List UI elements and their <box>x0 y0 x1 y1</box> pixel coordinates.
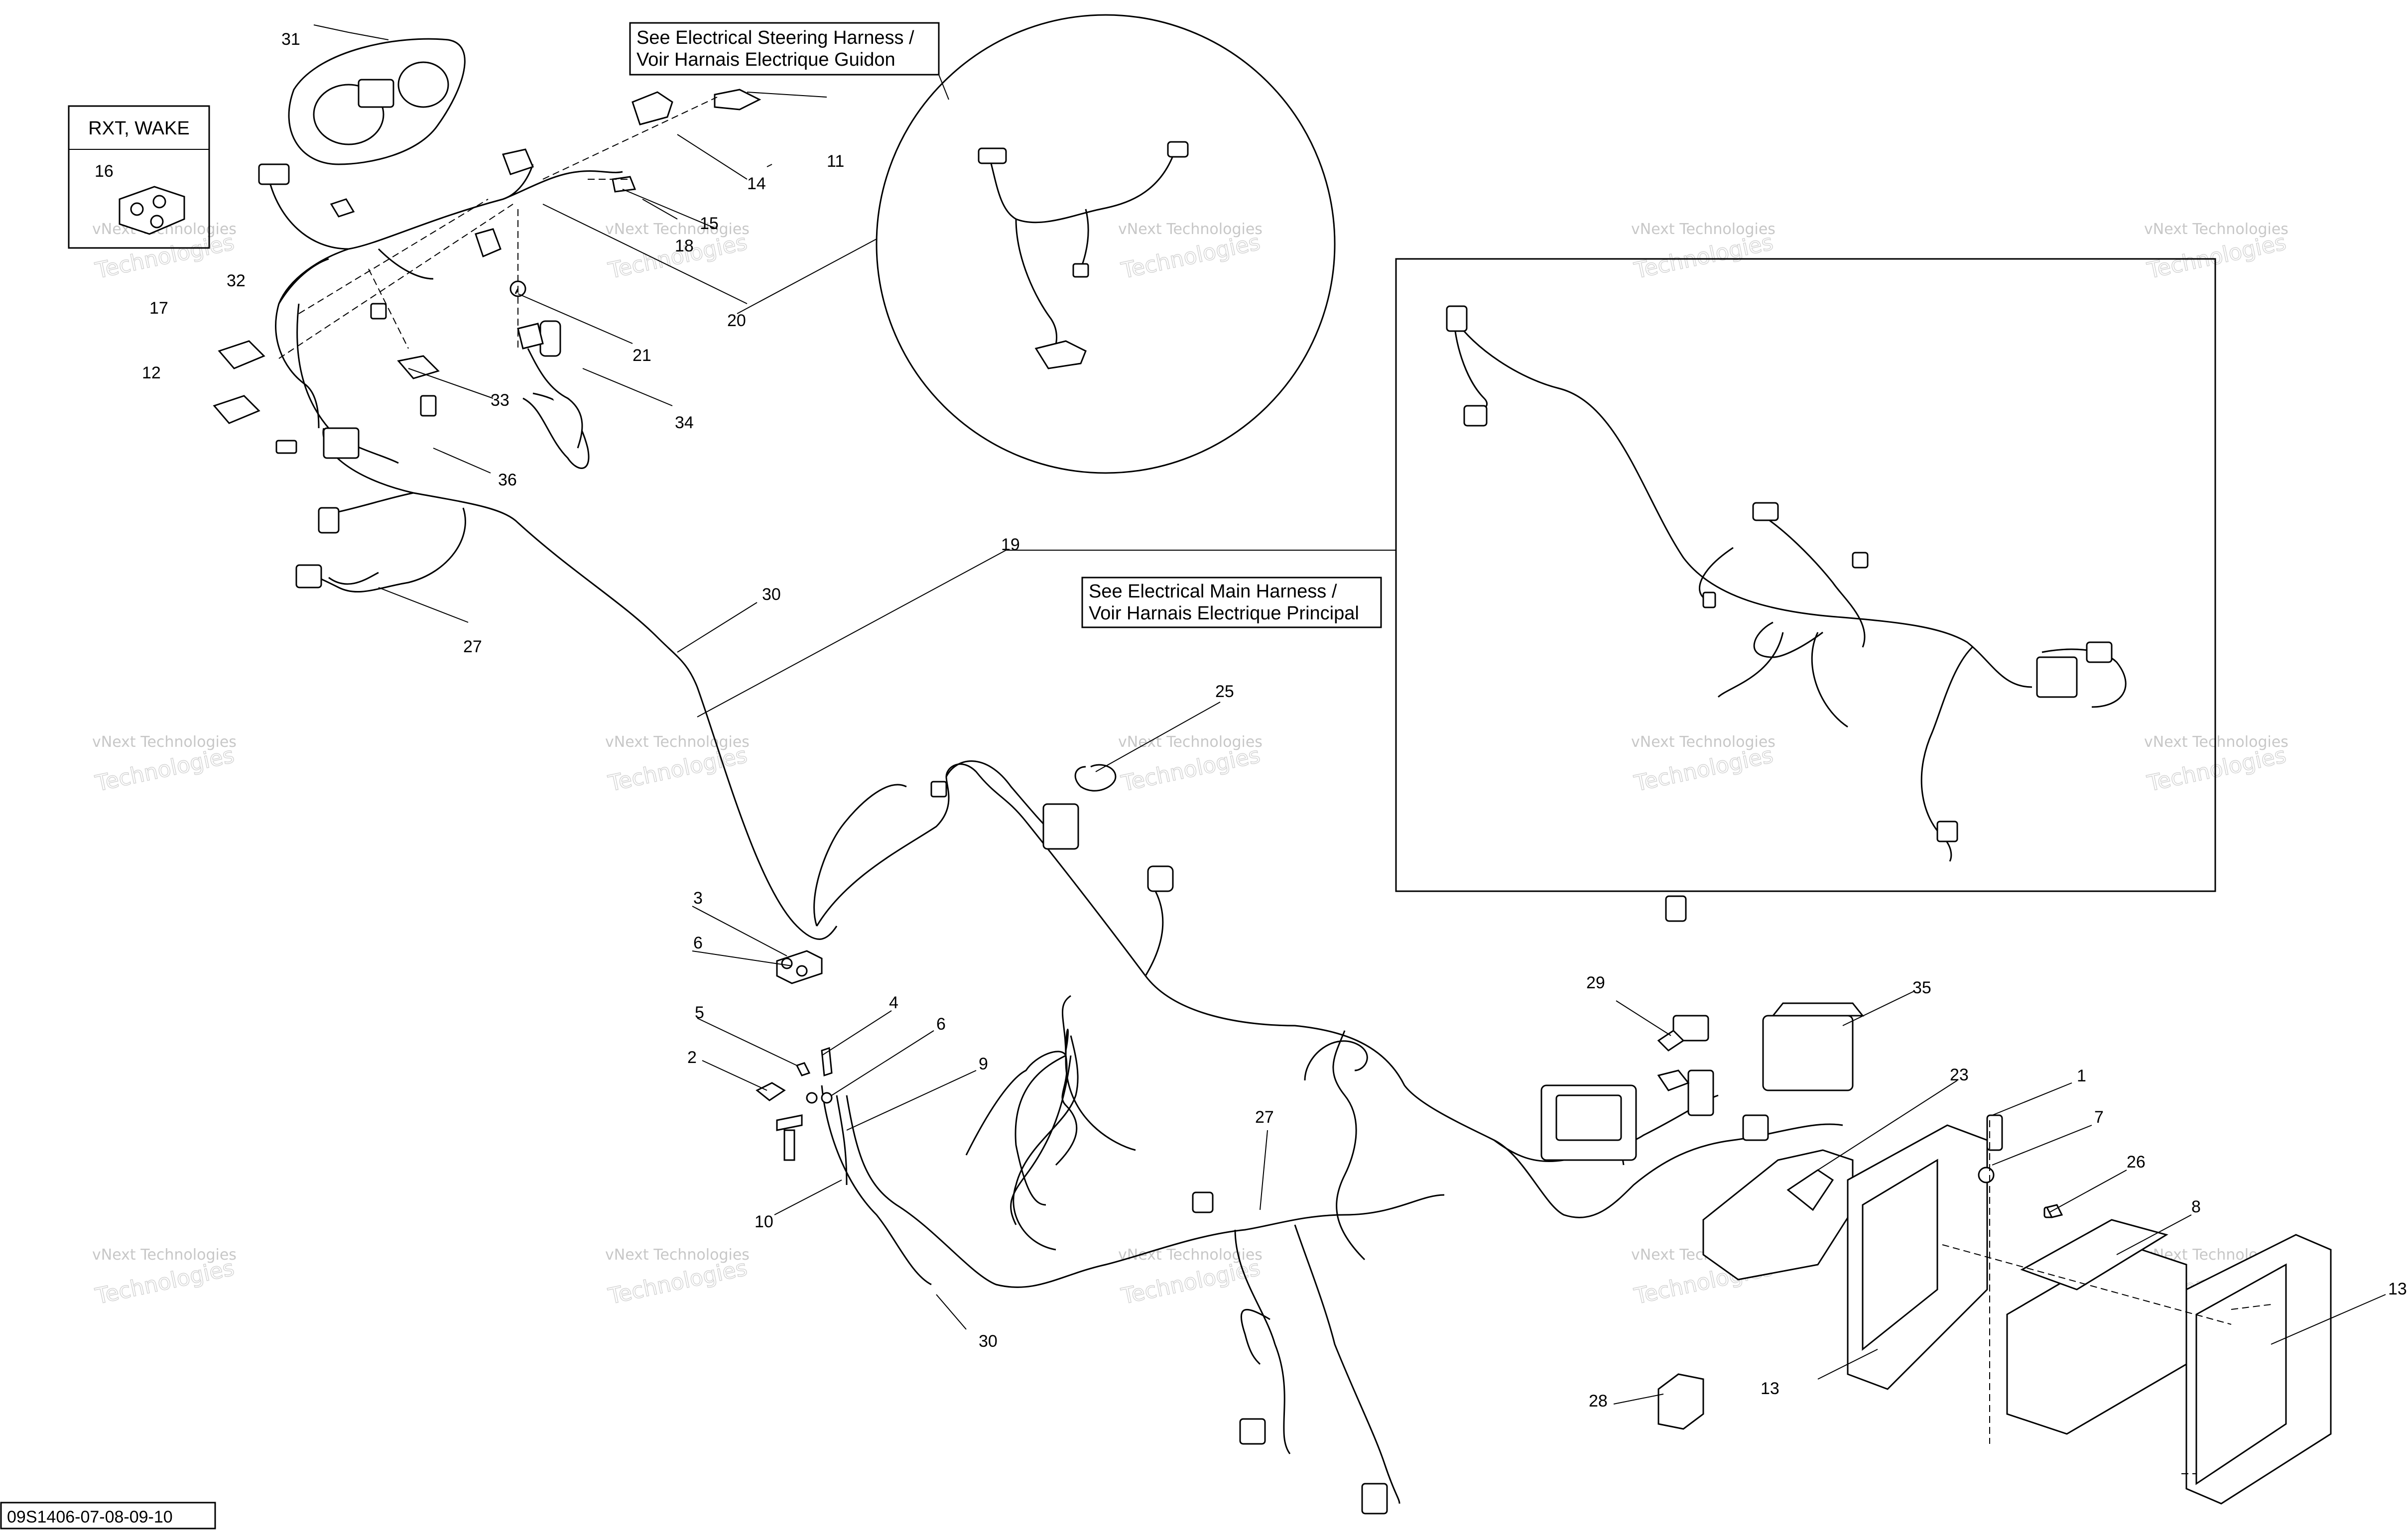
callout-33: 33 <box>491 391 509 410</box>
steering-harness-inset <box>876 14 1336 474</box>
callout-28: 28 <box>1589 1392 1608 1411</box>
callout-36: 36 <box>498 471 517 489</box>
steering-note-line-1: See Electrical Steering Harness / <box>636 27 914 48</box>
watermark-text: vNext Technologies <box>605 733 750 751</box>
callout-14: 14 <box>747 174 766 193</box>
main-note-line-1: See Electrical Main Harness / <box>1089 581 1337 602</box>
reference-code-text: 09S1406-07-08-09-10 <box>7 1508 173 1527</box>
variant-label: RXT, WAKE <box>88 118 189 139</box>
callout-16: 16 <box>95 162 114 181</box>
callout-2: 2 <box>687 1048 697 1067</box>
main-harness-note: See Electrical Main Harness / Voir Harna… <box>1081 577 1382 628</box>
callout-21: 21 <box>633 346 651 365</box>
callout-6b: 6 <box>936 1015 946 1034</box>
callout-26: 26 <box>2127 1153 2146 1172</box>
callout-32: 32 <box>227 271 246 290</box>
callout-15: 15 <box>700 214 719 233</box>
main-note-line-2: Voir Harnais Electrique Principal <box>1089 603 1359 624</box>
part-31-instrument-cluster <box>288 24 466 165</box>
leader-lines <box>378 92 2386 1405</box>
watermark-text: vNext Technologies <box>1631 733 1775 751</box>
callout-25: 25 <box>1215 682 1234 701</box>
steering-note-line-2: Voir Harnais Electrique Guidon <box>636 49 895 70</box>
callout-5: 5 <box>695 1003 704 1022</box>
callout-6a: 6 <box>693 934 703 952</box>
watermark-text: vNext Technologies <box>605 1246 750 1264</box>
part-16-switch <box>119 186 185 235</box>
watermark-text: vNext Technologies <box>1118 733 1263 751</box>
watermark-text: vNext Technologies <box>605 221 750 238</box>
callout-30a: 30 <box>762 585 781 604</box>
watermark-text: vNext Technologies <box>2144 733 2288 751</box>
callout-27b: 27 <box>1255 1108 1274 1127</box>
misc-parts <box>514 288 2063 1218</box>
callout-9: 9 <box>979 1055 988 1073</box>
watermark-text: vNext Technologies <box>1118 221 1263 238</box>
callout-34: 34 <box>675 413 694 432</box>
callout-10: 10 <box>755 1212 773 1231</box>
watermark-text: vNext Technologies <box>92 733 237 751</box>
callout-31: 31 <box>281 30 300 49</box>
callout-7: 7 <box>2094 1108 2104 1127</box>
lower-left-parts <box>756 950 1071 1185</box>
callouts: 1 2 3 4 5 6 6 7 8 9 10 11 12 13 13 14 15… <box>95 30 2407 1411</box>
callout-29: 29 <box>1586 973 1605 992</box>
callout-1: 1 <box>2077 1066 2086 1085</box>
callout-30b: 30 <box>979 1332 998 1351</box>
callout-13b: 13 <box>2388 1280 2407 1298</box>
callout-20: 20 <box>727 311 746 330</box>
variant-box: RXT, WAKE <box>68 105 210 249</box>
steering-area-harness <box>213 89 838 940</box>
main-harness-inset <box>1395 258 2216 892</box>
callout-3: 3 <box>693 889 703 908</box>
callout-27a: 27 <box>463 637 482 656</box>
callout-17: 17 <box>149 299 168 318</box>
watermark-text: vNext Technologies <box>92 1246 237 1264</box>
reference-code: 09S1406-07-08-09-10 <box>0 1502 216 1530</box>
watermark-text: vNext Technologies <box>1631 221 1775 238</box>
callout-19: 19 <box>1001 535 1020 554</box>
watermark-text: vNext Technologies <box>2144 221 2288 238</box>
callout-11: 11 <box>827 152 844 171</box>
callout-23: 23 <box>1950 1065 1969 1084</box>
callout-18: 18 <box>675 236 694 255</box>
callout-4: 4 <box>889 993 898 1012</box>
steering-harness-note: See Electrical Steering Harness / Voir H… <box>629 22 940 76</box>
callout-35: 35 <box>1912 978 1931 997</box>
callout-13a: 13 <box>1761 1379 1779 1398</box>
fuse-box-area <box>1540 895 2332 1505</box>
callout-8: 8 <box>2191 1197 2201 1216</box>
callout-12: 12 <box>142 363 161 382</box>
